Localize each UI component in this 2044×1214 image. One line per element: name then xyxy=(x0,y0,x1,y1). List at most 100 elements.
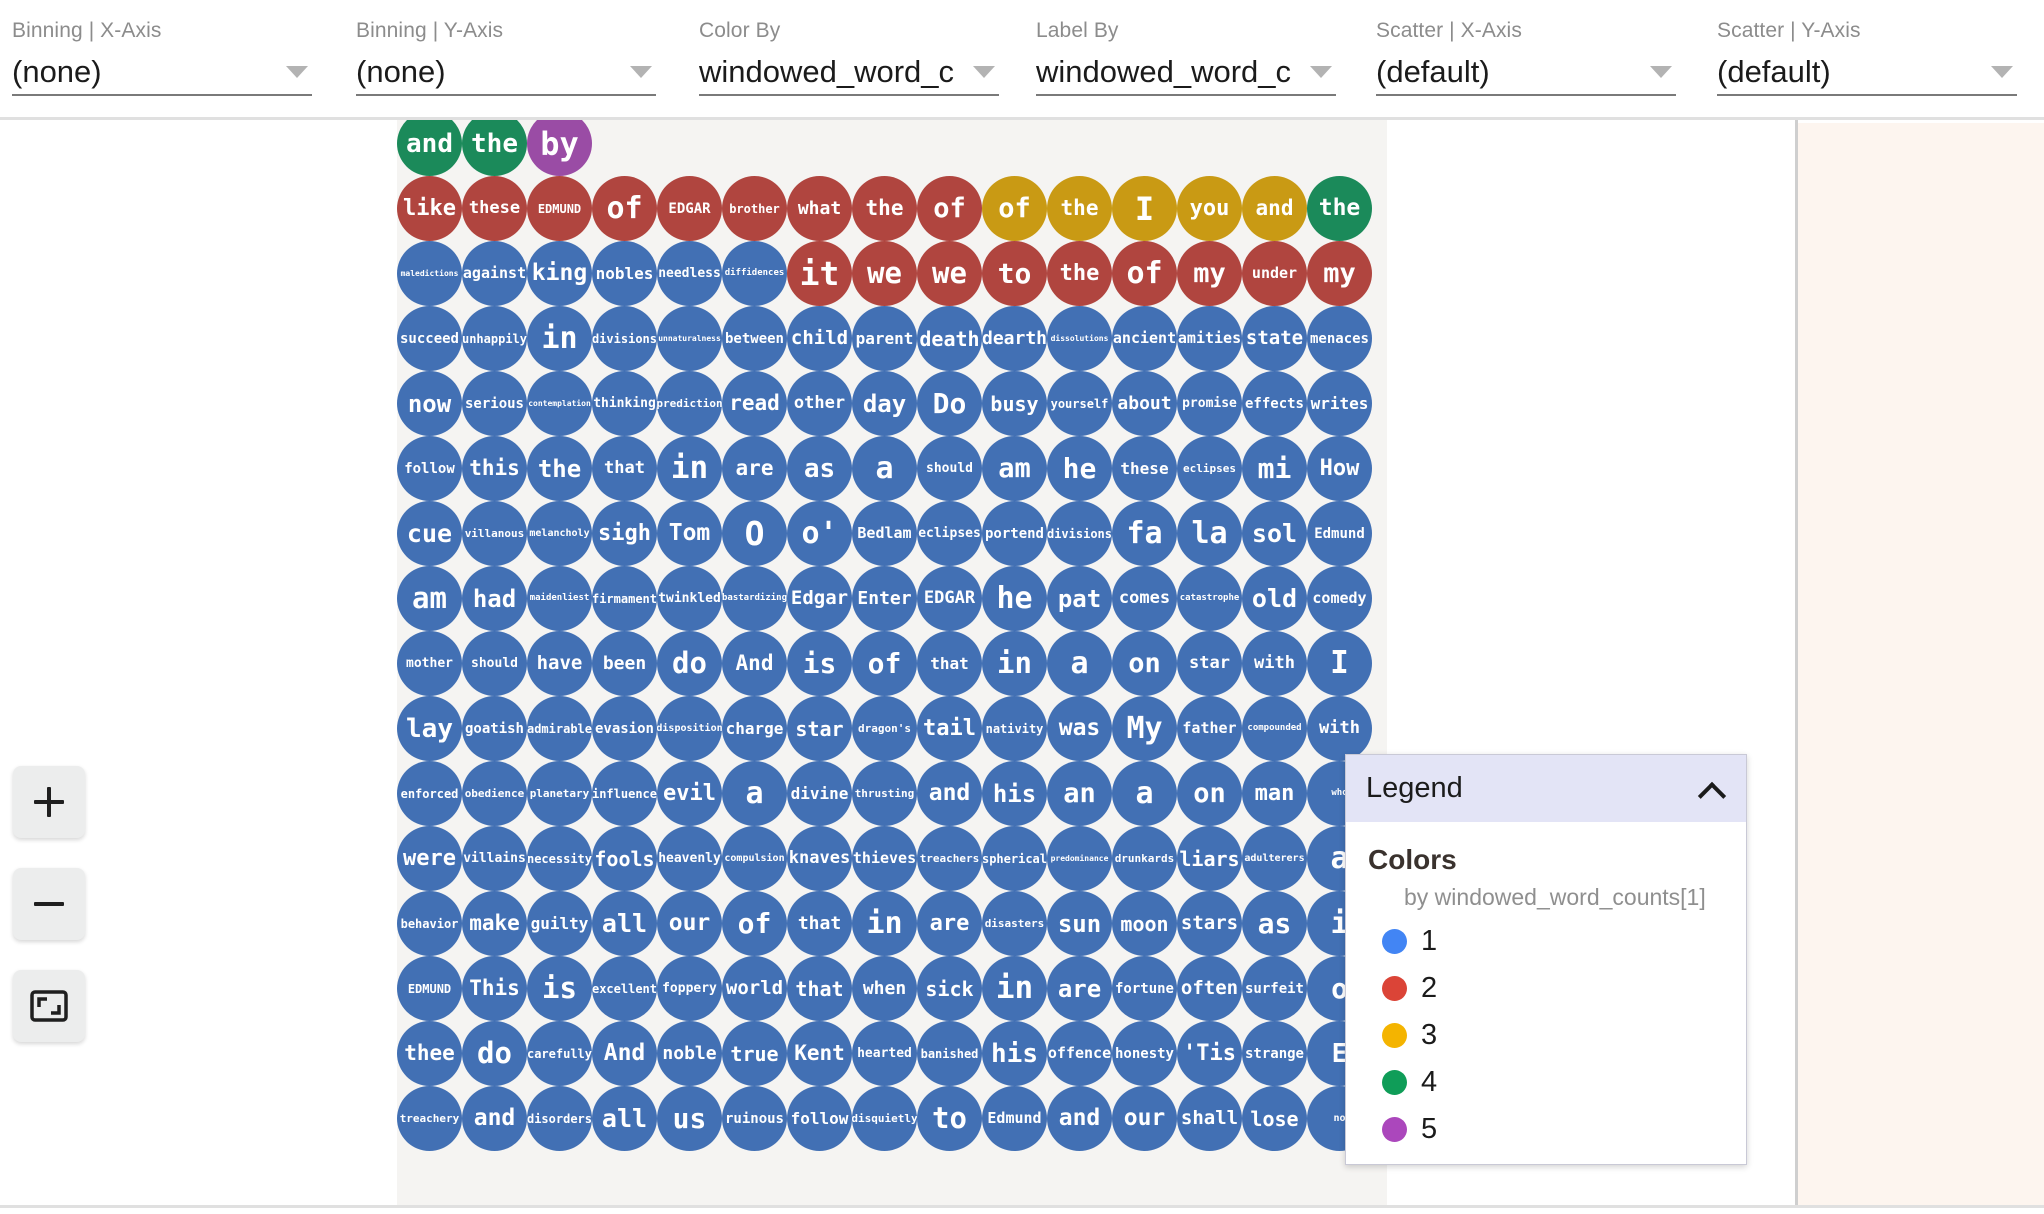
legend-item[interactable]: 2 xyxy=(1382,972,1746,1005)
bubble-node[interactable]: of xyxy=(852,631,917,696)
bubble-node[interactable]: writes xyxy=(1307,371,1372,436)
legend-item[interactable]: 3 xyxy=(1382,1019,1746,1052)
bubble-node[interactable]: foppery xyxy=(657,956,722,1021)
bubble-node[interactable]: comedy xyxy=(1307,566,1372,631)
bubble-node[interactable]: was xyxy=(1047,696,1112,761)
bubble-node[interactable]: of xyxy=(917,176,982,241)
bubble-node[interactable]: old xyxy=(1242,566,1307,631)
selector-dropdown[interactable]: (none) xyxy=(12,50,312,96)
bubble-node[interactable]: that xyxy=(917,631,982,696)
bubble-node[interactable]: brother xyxy=(722,176,787,241)
bubble-node[interactable]: shall xyxy=(1177,1086,1242,1151)
bubble-node[interactable]: make xyxy=(462,891,527,956)
bubble-node[interactable]: and xyxy=(462,1086,527,1151)
bubble-node[interactable]: in xyxy=(982,956,1047,1021)
bubble-node[interactable]: his xyxy=(982,761,1047,826)
bubble-node[interactable]: these xyxy=(462,176,527,241)
bubble-node[interactable]: I xyxy=(1307,631,1372,696)
bubble-node[interactable]: cue xyxy=(397,501,462,566)
bubble-node[interactable]: sun xyxy=(1047,891,1112,956)
bubble-node[interactable]: And xyxy=(722,631,787,696)
bubble-node[interactable]: spherical xyxy=(982,826,1047,891)
chevron-down-icon[interactable] xyxy=(1310,66,1332,78)
bubble-node[interactable]: am xyxy=(982,436,1047,501)
bubble-node[interactable]: carefully xyxy=(527,1021,592,1086)
bubble-node[interactable]: other xyxy=(787,371,852,436)
bubble-node[interactable]: father xyxy=(1177,696,1242,761)
bubble-node[interactable]: sol xyxy=(1242,501,1307,566)
zoom-in-button[interactable] xyxy=(13,766,85,838)
bubble-node[interactable]: child xyxy=(787,306,852,371)
bubble-node[interactable]: man xyxy=(1242,761,1307,826)
selector-dropdown[interactable]: (default) xyxy=(1717,50,2017,96)
bubble-node[interactable]: eclipses xyxy=(917,501,982,566)
bubble-node[interactable]: been xyxy=(592,631,657,696)
bubble-node[interactable]: EDMUND xyxy=(527,176,592,241)
bubble-node[interactable]: villanous xyxy=(462,501,527,566)
bubble-node[interactable]: state xyxy=(1242,306,1307,371)
bubble-node[interactable]: O xyxy=(722,501,787,566)
bubble-node[interactable]: are xyxy=(722,436,787,501)
bubble-node[interactable]: true xyxy=(722,1021,787,1086)
bubble-node[interactable]: maledictions xyxy=(397,241,462,306)
selector-dropdown[interactable]: (none) xyxy=(356,50,656,96)
bubble-node[interactable]: divine xyxy=(787,761,852,826)
bubble-node[interactable]: our xyxy=(1112,1086,1177,1151)
bubble-node[interactable]: by xyxy=(527,120,592,176)
bubble-node[interactable]: do xyxy=(657,631,722,696)
bubble-node[interactable]: in xyxy=(852,891,917,956)
bubble-node[interactable]: evasion xyxy=(592,696,657,761)
bubble-node[interactable]: villains xyxy=(462,826,527,891)
bubble-node[interactable]: fools xyxy=(592,826,657,891)
bubble-node[interactable]: 'Tis xyxy=(1177,1021,1242,1086)
fit-to-screen-button[interactable] xyxy=(13,970,85,1042)
bubble-node[interactable]: thrusting xyxy=(852,761,917,826)
bubble-node[interactable]: the xyxy=(852,176,917,241)
bubble-node[interactable]: necessity xyxy=(527,826,592,891)
bubble-node[interactable]: parent xyxy=(852,306,917,371)
bubble-node[interactable]: my xyxy=(1307,241,1372,306)
bubble-node[interactable]: eclipses xyxy=(1177,436,1242,501)
bubble-node[interactable]: honesty xyxy=(1112,1021,1177,1086)
bubble-node[interactable]: compounded xyxy=(1242,696,1307,761)
bubble-node[interactable]: amities xyxy=(1177,306,1242,371)
bubble-node[interactable]: are xyxy=(1047,956,1112,1021)
bubble-node[interactable]: read xyxy=(722,371,787,436)
bubble-node[interactable]: death xyxy=(917,306,982,371)
bubble-node[interactable]: diffidences xyxy=(722,241,787,306)
bubble-node[interactable]: comes xyxy=(1112,566,1177,631)
bubble-node[interactable]: liars xyxy=(1177,826,1242,891)
bubble-node[interactable]: admirable xyxy=(527,696,592,761)
bubble-node[interactable]: are xyxy=(917,891,982,956)
selector-dropdown[interactable]: windowed_word_c xyxy=(699,50,999,96)
bubble-node[interactable]: the xyxy=(1047,241,1112,306)
bubble-node[interactable]: pat xyxy=(1047,566,1112,631)
bubble-node[interactable]: we xyxy=(852,241,917,306)
bubble-node[interactable]: thee xyxy=(397,1021,462,1086)
bubble-node[interactable]: Tom xyxy=(657,501,722,566)
bubble-node[interactable]: that xyxy=(787,956,852,1021)
bubble-node[interactable]: offence xyxy=(1047,1021,1112,1086)
bubble-node[interactable]: promise xyxy=(1177,371,1242,436)
bubble-node[interactable]: moon xyxy=(1112,891,1177,956)
bubble-node[interactable]: a xyxy=(852,436,917,501)
bubble-node[interactable]: unnaturalness xyxy=(657,306,722,371)
legend-item[interactable]: 4 xyxy=(1382,1066,1746,1099)
bubble-node[interactable]: busy xyxy=(982,371,1047,436)
bubble-node[interactable]: This xyxy=(462,956,527,1021)
bubble-node[interactable]: charge xyxy=(722,696,787,761)
bubble-node[interactable]: How xyxy=(1307,436,1372,501)
bubble-node[interactable]: Edgar xyxy=(787,566,852,631)
bubble-node[interactable]: thieves xyxy=(852,826,917,891)
bubble-node[interactable]: twinkled xyxy=(657,566,722,631)
bubble-node[interactable]: hearted xyxy=(852,1021,917,1086)
bubble-node[interactable]: planetary xyxy=(527,761,592,826)
bubble-node[interactable]: with xyxy=(1242,631,1307,696)
bubble-node[interactable]: treachers xyxy=(917,826,982,891)
bubble-node[interactable]: as xyxy=(787,436,852,501)
bubble-node[interactable]: Enter xyxy=(852,566,917,631)
bubble-node[interactable]: dearth xyxy=(982,306,1047,371)
bubble-node[interactable]: sick xyxy=(917,956,982,1021)
bubble-node[interactable]: the xyxy=(462,120,527,176)
bubble-node[interactable]: unhappily xyxy=(462,306,527,371)
